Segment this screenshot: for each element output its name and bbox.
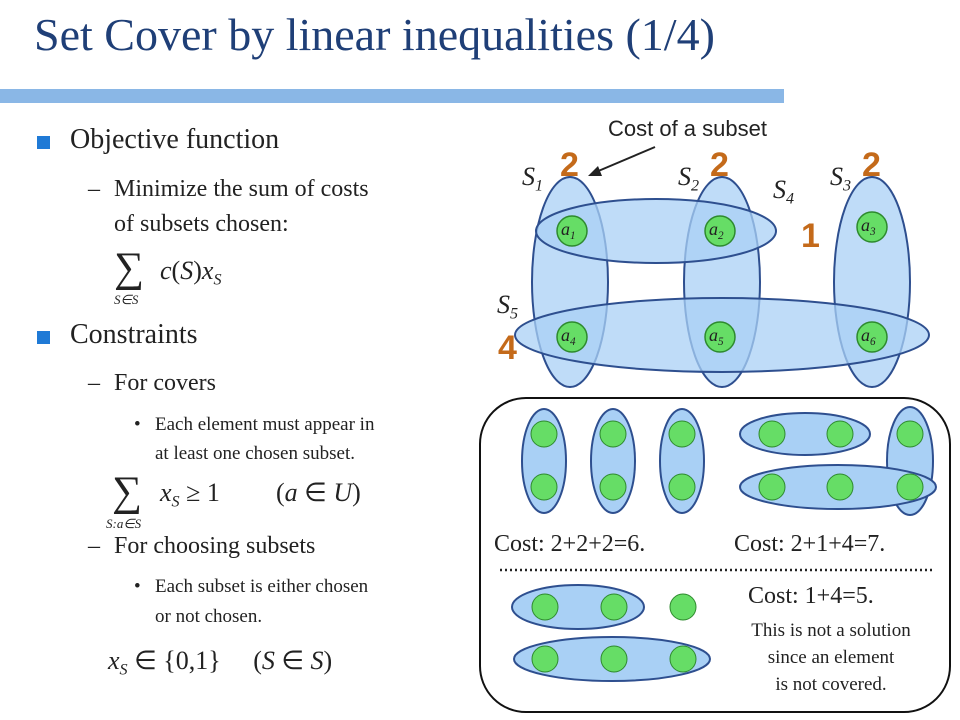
example3-uncovered-element xyxy=(669,593,697,621)
dash: – xyxy=(88,533,100,559)
element-a5 xyxy=(704,321,736,353)
covers-heading: For covers xyxy=(114,370,216,396)
page-title: Set Cover by linear inequalities (1/4) xyxy=(34,9,715,60)
choosing-heading: For choosing subsets xyxy=(114,533,316,559)
element-a6 xyxy=(856,321,888,353)
element-a1-label: a1 xyxy=(561,219,576,242)
example1-element xyxy=(530,420,558,448)
element-a4-label: a4 xyxy=(561,325,576,348)
example1-element xyxy=(599,473,627,501)
set-s4-ellipse xyxy=(535,198,777,264)
example3-note-line3: is not covered. xyxy=(775,674,887,695)
example2-element xyxy=(826,473,854,501)
set-s3-label: S3 xyxy=(830,162,852,195)
element-a1 xyxy=(556,215,588,247)
binary-constraint-formula: xS ∈ {0,1} (S ∈ S) xyxy=(108,646,333,679)
set-s2-cost: 2 xyxy=(710,146,729,184)
example1-element xyxy=(530,473,558,501)
set-s2-label: S2 xyxy=(678,162,700,195)
set-s4-label: S4 xyxy=(773,175,795,208)
set-s1-label: S1 xyxy=(522,162,544,195)
constraints-heading: Constraints xyxy=(70,319,198,350)
objective-heading: Objective function xyxy=(70,124,280,155)
example2-element xyxy=(758,420,786,448)
example2-element xyxy=(896,420,924,448)
element-a2 xyxy=(704,215,736,247)
example3-element xyxy=(600,645,628,673)
set-s3-cost: 2 xyxy=(862,146,881,184)
example3-note-line2: since an element xyxy=(767,647,895,668)
bullet-dot: • xyxy=(134,576,141,597)
cost-arrow-line xyxy=(595,146,656,173)
set-s4-cost: 1 xyxy=(801,217,820,255)
covers-detail-line2: at least one chosen subset. xyxy=(155,443,355,464)
example1-element xyxy=(668,420,696,448)
covers-detail-line1: Each element must appear in xyxy=(155,414,375,435)
element-a2-label: a2 xyxy=(709,219,724,242)
cost-of-subset-label: Cost of a subset xyxy=(608,116,767,141)
example2-element xyxy=(896,473,924,501)
bullet-square-icon xyxy=(37,136,50,149)
example2-cost: Cost: 2+1+4=7. xyxy=(734,531,886,557)
example3-element xyxy=(531,645,559,673)
example3-element xyxy=(600,593,628,621)
set-s5-label: S5 xyxy=(497,290,519,323)
set-s1-cost: 2 xyxy=(560,146,579,184)
bullet-square-icon xyxy=(37,331,50,344)
example2-element xyxy=(758,473,786,501)
dash: – xyxy=(88,176,100,202)
element-a4 xyxy=(556,321,588,353)
choosing-detail-line2: or not chosen. xyxy=(155,606,263,627)
element-a5-label: a5 xyxy=(709,325,724,348)
element-a3-label: a3 xyxy=(861,215,876,238)
example2-element xyxy=(826,420,854,448)
objective-text-line2: of subsets chosen: xyxy=(114,211,289,237)
example1-element xyxy=(599,420,627,448)
example3-note-line1: This is not a solution xyxy=(751,620,911,641)
set-s5-cost: 4 xyxy=(498,329,517,367)
dash: – xyxy=(88,370,100,396)
choosing-detail-line1: Each subset is either chosen xyxy=(155,576,369,597)
example3-cost: Cost: 1+4=5. xyxy=(748,583,874,609)
objective-text-line1: Minimize the sum of costs xyxy=(114,176,369,202)
example3-element xyxy=(669,645,697,673)
example1-element xyxy=(668,473,696,501)
title-underline-bar xyxy=(0,89,784,103)
example3-element xyxy=(531,593,559,621)
bullet-dot: • xyxy=(134,414,141,435)
element-a6-label: a6 xyxy=(861,325,876,348)
arrow-head-icon xyxy=(588,166,602,176)
element-a3 xyxy=(856,211,888,243)
example1-cost: Cost: 2+2+2=6. xyxy=(494,531,646,557)
